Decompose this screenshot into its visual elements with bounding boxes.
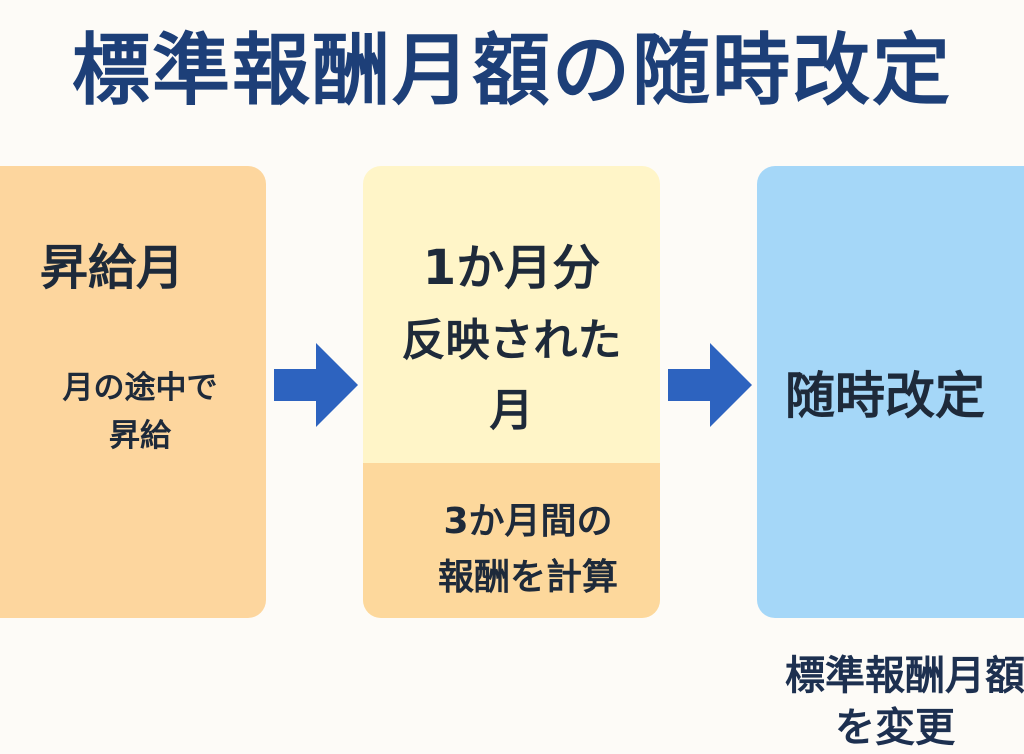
step-text: 反映された xyxy=(401,315,622,366)
step-subtext: 3か月間の xyxy=(443,501,613,542)
step-heading: 昇給月 xyxy=(40,240,185,296)
step-box-reflected-month: 1か月分 反映された 月 3か月間の 報酬を計算 xyxy=(363,166,660,618)
step-text: 月の途中で xyxy=(62,370,218,406)
step-heading: 1か月分 xyxy=(422,240,601,296)
step-box-revision: 随時改定 xyxy=(757,166,1024,618)
arrow-right-icon xyxy=(668,343,752,427)
page-title: 標準報酬月額の随時改定 xyxy=(71,26,952,116)
footer-line: 標準報酬月額 xyxy=(785,653,1024,699)
step-text: 月 xyxy=(489,385,534,436)
step-heading: 随時改定 xyxy=(785,367,985,425)
step-subtext: 報酬を計算 xyxy=(437,557,618,598)
step-box-raise-month: 昇給月 月の途中で 昇給 xyxy=(0,166,266,618)
footer-line: を変更 xyxy=(835,705,955,751)
step-text: 昇給 xyxy=(109,418,171,454)
footer-note: 標準報酬月額 を変更 xyxy=(785,650,1024,754)
arrow-right-icon xyxy=(274,343,358,427)
